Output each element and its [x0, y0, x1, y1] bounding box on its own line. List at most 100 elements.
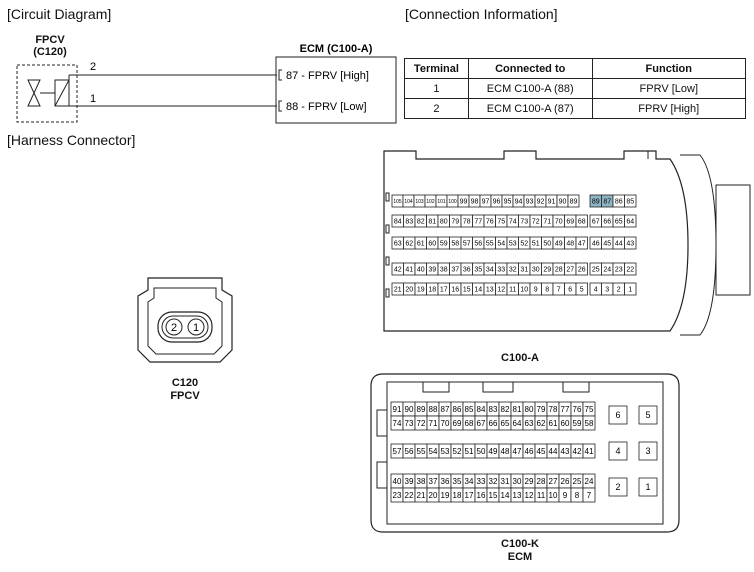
- c120-connector: 2 1: [137, 277, 233, 363]
- c100a-pin-68-label: 68: [578, 219, 586, 226]
- c100k-pin-51-label: 51: [465, 447, 474, 456]
- c100k-pin-50-label: 50: [477, 447, 486, 456]
- c100a-pin-67-label: 67: [592, 219, 600, 226]
- c100a-pin-70-label: 70: [555, 219, 563, 226]
- c100k-pin-45-label: 45: [537, 447, 546, 456]
- c100k-pin-16-label: 16: [477, 491, 486, 500]
- c100a-pin-91-label: 91: [548, 199, 556, 206]
- c100a-pin-81-label: 81: [428, 219, 436, 226]
- c100a-pin-74-label: 74: [509, 219, 517, 226]
- ecm-pin-87: 87 - FPRV [High]: [286, 70, 369, 82]
- c100k-pin-61-label: 61: [549, 419, 558, 428]
- c100a-pin-45-label: 45: [603, 241, 611, 248]
- c100a-pin-36-label: 36: [463, 267, 471, 274]
- cell-terminal: 1: [404, 78, 469, 99]
- c120-pin-1: [187, 318, 205, 336]
- c100a-pin-87-label: 87: [603, 199, 611, 206]
- c100k-pin-89-label: 89: [417, 405, 426, 414]
- ecm-box: [275, 56, 397, 124]
- c100a-pin-96-label: 96: [493, 199, 501, 206]
- c100k-pin-2-label: 2: [615, 482, 620, 492]
- c100k-pin-11-label: 11: [537, 491, 546, 500]
- c100a-pin-43: [624, 236, 637, 250]
- c100a-pin-101-label: 101: [437, 199, 446, 205]
- c100a-pin-94-label: 94: [515, 199, 523, 206]
- c100k-pin-53-label: 53: [441, 447, 450, 456]
- c100a-pin-47-label: 47: [578, 241, 586, 248]
- c100a-pin-26: [575, 262, 588, 276]
- c100k-pin-65-label: 65: [501, 419, 510, 428]
- c100k-pin-87-label: 87: [441, 405, 450, 414]
- c100k-pin-78-label: 78: [549, 405, 558, 414]
- c100a-pin-21-label: 21: [394, 287, 402, 294]
- c100k-pin-76-label: 76: [573, 405, 582, 414]
- c100k-pin-21-label: 21: [417, 491, 426, 500]
- table-row: 1 ECM C100-A (88) FPRV [Low]: [404, 78, 747, 99]
- c100k-pin-66-label: 66: [489, 419, 498, 428]
- c100a-pin-69-label: 69: [566, 219, 574, 226]
- c100k-pin-25-label: 25: [573, 477, 582, 486]
- c100a-pin-5: [575, 282, 588, 296]
- c100a-pin-86-label: 86: [615, 199, 623, 206]
- c100k-pin-47-label: 47: [513, 447, 522, 456]
- c100k-pin-44-label: 44: [549, 447, 558, 456]
- c120-pin-1-label: 1: [193, 322, 199, 334]
- c100a-pin-2-label: 2: [617, 287, 621, 294]
- c100a-pin-78-label: 78: [463, 219, 471, 226]
- c100a-pin-57-label: 57: [463, 241, 471, 248]
- c100a-pin-46-label: 46: [592, 241, 600, 248]
- c100a-pin-72-label: 72: [532, 219, 540, 226]
- fpcv-code: (C120): [33, 46, 67, 58]
- c100a-pin-1: [624, 282, 637, 296]
- c100k-pin-23-label: 23: [393, 491, 402, 500]
- c100k-pin-59-label: 59: [573, 419, 582, 428]
- c100a-pin-85: [624, 194, 637, 208]
- c100a-pin-5-label: 5: [580, 287, 584, 294]
- c100k-pin-57-label: 57: [393, 447, 402, 456]
- c100a-pin-39-label: 39: [428, 267, 436, 274]
- c100a-pin-89-label: 89: [570, 199, 578, 206]
- table-row: 2 ECM C100-A (87) FPRV [High]: [404, 98, 747, 119]
- c100k-pin-18-label: 18: [453, 491, 462, 500]
- c100a-pin-43-label: 43: [626, 241, 634, 248]
- c100k-ecm-label: ECM: [507, 551, 533, 563]
- c100a-pin-66-label: 66: [603, 219, 611, 226]
- c100a-pin-93-label: 93: [526, 199, 534, 206]
- c100a-pin-75-label: 75: [497, 219, 505, 226]
- c100k-pin-82-label: 82: [501, 405, 510, 414]
- c100k-pin-2: [608, 477, 628, 497]
- cell-terminal: 2: [404, 98, 469, 119]
- c100a-pin-48-label: 48: [566, 241, 574, 248]
- c100k-pin-63-label: 63: [525, 419, 534, 428]
- c100a-pin-89: [567, 194, 580, 208]
- c100a-pin-65-label: 65: [615, 219, 623, 226]
- c100k-pin-38-label: 38: [417, 477, 426, 486]
- c100k-pin-13-label: 13: [513, 491, 522, 500]
- c100k-pin-73-label: 73: [405, 419, 414, 428]
- c100k-pin-79-label: 79: [537, 405, 546, 414]
- c100k-pin-46-label: 46: [525, 447, 534, 456]
- c100k-pin-42-label: 42: [573, 447, 582, 456]
- c100a-pin-37-label: 37: [451, 267, 459, 274]
- ecm-title: ECM (C100-A): [300, 43, 373, 55]
- c100k-pin-10-label: 10: [549, 491, 558, 500]
- c100k-pin-48-label: 48: [501, 447, 510, 456]
- c100k-pin-71-label: 71: [429, 419, 438, 428]
- c100k-pin-41-label: 41: [585, 447, 594, 456]
- c100k-pin-30-label: 30: [513, 477, 522, 486]
- c100k-pin-41: [582, 443, 596, 459]
- c100a-pin-30-label: 30: [532, 267, 540, 274]
- c100k-pin-67-label: 67: [477, 419, 486, 428]
- cell-function: FPRV [High]: [591, 98, 747, 119]
- c100a-pin-89-label: 89: [592, 199, 600, 206]
- c100a-pin-59-label: 59: [440, 241, 448, 248]
- c100a-pin-50-label: 50: [543, 241, 551, 248]
- c100a-pin-17-label: 17: [440, 287, 448, 294]
- c100k-pin-40-label: 40: [393, 477, 402, 486]
- c100a-pin-11-label: 11: [509, 287, 516, 294]
